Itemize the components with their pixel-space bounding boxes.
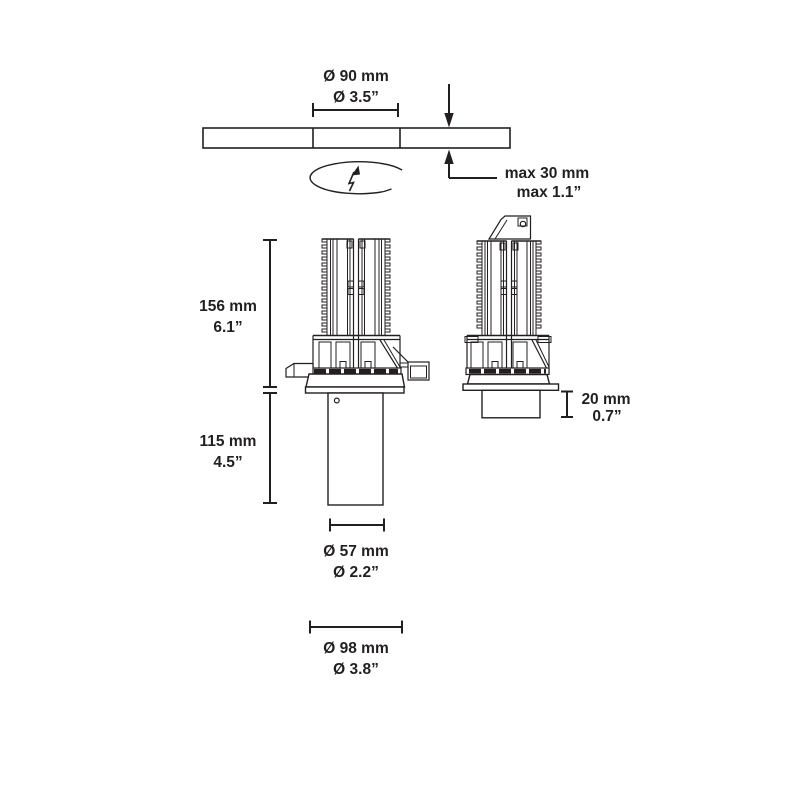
- trim-diameter-dimension: Ø 98 mm Ø 3.8”: [309, 620, 403, 678]
- base-notch: [516, 361, 524, 369]
- fins-right: [384, 238, 391, 335]
- rotation-arrow-tip: [383, 188, 392, 193]
- rotation-arrow-icon: [309, 161, 403, 195]
- ceiling-thickness-mm: max 30 mm: [505, 165, 589, 182]
- mounting-base-front: [285, 334, 430, 381]
- rotation-symbol: [309, 161, 403, 195]
- heatsink-side: [476, 240, 542, 374]
- pivot-tab: [347, 288, 354, 295]
- fins-left: [476, 240, 483, 331]
- clip-arm-diagonal: [392, 346, 409, 363]
- top-clip: [346, 240, 353, 249]
- pivot-tab: [500, 280, 507, 288]
- base-notch: [491, 361, 499, 369]
- pivot-tab: [358, 288, 365, 295]
- lamp-cylinder: [327, 392, 384, 506]
- trim-flange: [304, 386, 405, 394]
- cable-connector: [487, 215, 532, 240]
- base-opening: [470, 341, 484, 369]
- retention-spring: [535, 339, 550, 368]
- base-opening: [360, 341, 376, 369]
- pivot-tab: [511, 280, 518, 288]
- trim-side: [462, 373, 560, 392]
- pivot-tab: [358, 280, 365, 288]
- ceiling-panel: [202, 127, 511, 149]
- trim-diameter-inch: Ø 3.8”: [333, 661, 379, 678]
- base-notch: [339, 361, 347, 369]
- cutout-dimension: Ø 90 mm Ø 3.5”: [312, 68, 399, 117]
- cutout-dimension-mm: Ø 90 mm: [323, 68, 388, 85]
- top-clip: [512, 242, 519, 251]
- top-clip: [499, 242, 506, 251]
- base-opening: [487, 341, 503, 369]
- lamp-cylinder-front: [327, 392, 384, 506]
- housing-height-inch: 6.1”: [213, 319, 242, 336]
- connector-screw: [519, 220, 527, 228]
- base-notch: [364, 361, 372, 369]
- pivot-tab: [500, 288, 507, 295]
- cylinder-diameter-inch: Ø 2.2”: [333, 564, 379, 581]
- recess-depth-mm: 115 mm: [200, 433, 257, 450]
- connector-edge: [494, 219, 508, 240]
- base-opening: [512, 341, 528, 369]
- trim-cone: [305, 373, 406, 388]
- base-opening: [318, 341, 332, 369]
- housing-height-mm: 156 mm: [199, 298, 257, 315]
- spring-clip-right: [407, 361, 430, 381]
- fixture-front-view: [285, 238, 430, 506]
- fixture-side-view: [462, 215, 560, 419]
- connector-block: [517, 217, 528, 227]
- cylinder-hole: [333, 397, 340, 404]
- arrow-head-down-icon: [444, 113, 454, 128]
- lamp-cylinder-side: [481, 389, 541, 419]
- cylinder-diameter-mm: Ø 57 mm: [323, 543, 388, 560]
- collar-height-mm: 20 mm: [581, 391, 630, 408]
- trim-flange: [462, 383, 560, 392]
- trim-cone: [466, 373, 551, 385]
- collar-height-inch: 0.7”: [592, 408, 621, 425]
- collar-height-dimension: 20 mm 0.7”: [561, 390, 631, 425]
- spring-clip-right-detail: [410, 365, 427, 379]
- spring-clip-left: [285, 362, 314, 378]
- fins-left: [321, 238, 328, 335]
- pivot-tab: [347, 280, 354, 288]
- adjust-arrow-shaft: [347, 171, 355, 192]
- trim-diameter-mm: Ø 98 mm: [323, 640, 388, 657]
- recess-depth-inch: 4.5”: [213, 454, 242, 471]
- top-clip: [359, 240, 366, 249]
- pivot-tab: [511, 288, 518, 295]
- ceiling-thickness-dimension: max 30 mm max 1.1”: [444, 84, 589, 201]
- mounting-base-side: [464, 334, 552, 376]
- base-opening: [335, 341, 351, 369]
- retention-spring: [379, 339, 399, 370]
- ceiling-cross-section: [202, 127, 511, 149]
- cutout-dimension-inch: Ø 3.5”: [333, 89, 379, 106]
- ceiling-thickness-inch: max 1.1”: [517, 184, 582, 201]
- fins-right: [535, 240, 542, 331]
- cylinder-diameter-dimension: Ø 57 mm Ø 2.2”: [323, 518, 389, 581]
- retention-spring: [383, 339, 401, 368]
- arrow-head-up-icon: [444, 149, 454, 164]
- connector-body: [487, 215, 532, 240]
- retention-spring: [531, 339, 548, 370]
- heatsink-front: [321, 238, 391, 374]
- height-dimensions: 156 mm 6.1” 115 mm 4.5”: [199, 239, 277, 504]
- lamp-cylinder: [481, 389, 541, 419]
